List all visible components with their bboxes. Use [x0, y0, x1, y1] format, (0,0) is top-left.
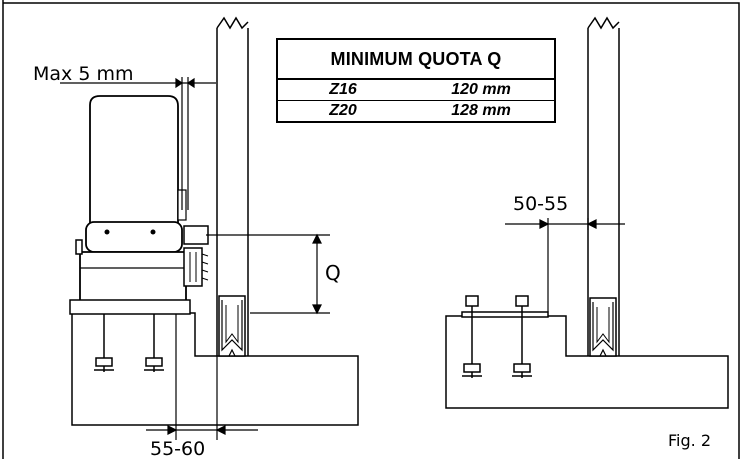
- model-cell: Z16: [277, 79, 408, 101]
- left-concrete-base: [71, 312, 359, 426]
- minimum-quota-table: MINIMUM QUOTA Q Z16 120 mm Z20 128 mm: [276, 38, 556, 123]
- quota-dimension: [206, 233, 330, 315]
- motor-unit: [69, 95, 209, 315]
- table-header-row: MINIMUM QUOTA Q: [277, 39, 555, 80]
- right-concrete-base: [445, 315, 729, 409]
- right-gate-post: [587, 16, 620, 357]
- right-base-plate: [461, 311, 549, 318]
- model-cell: Z20: [277, 100, 408, 123]
- max-gap-label: Max 5 mm: [33, 63, 133, 85]
- table-row: Z20 128 mm: [277, 100, 555, 123]
- max-gap-dimension: [60, 77, 216, 210]
- quota-value-cell: 128 mm: [408, 100, 555, 123]
- left-distance-label: 55-60: [150, 438, 205, 459]
- right-distance-dimension: [505, 218, 625, 312]
- right-distance-label: 50-55: [513, 193, 568, 215]
- left-gate-post: [216, 16, 249, 357]
- left-distance-dimension: [146, 314, 258, 440]
- left-assembly: Max 5 mm Q 55-60: [33, 16, 359, 459]
- left-anchor-bolts: [94, 314, 164, 372]
- right-anchor-bolts: [462, 295, 532, 378]
- figure-caption: Fig. 2: [668, 431, 711, 450]
- right-assembly: 50-55: [445, 16, 729, 409]
- table-row: Z16 120 mm: [277, 79, 555, 101]
- table-title: MINIMUM QUOTA Q: [277, 39, 555, 80]
- quota-label: Q: [325, 261, 341, 285]
- quota-value-cell: 120 mm: [408, 79, 555, 101]
